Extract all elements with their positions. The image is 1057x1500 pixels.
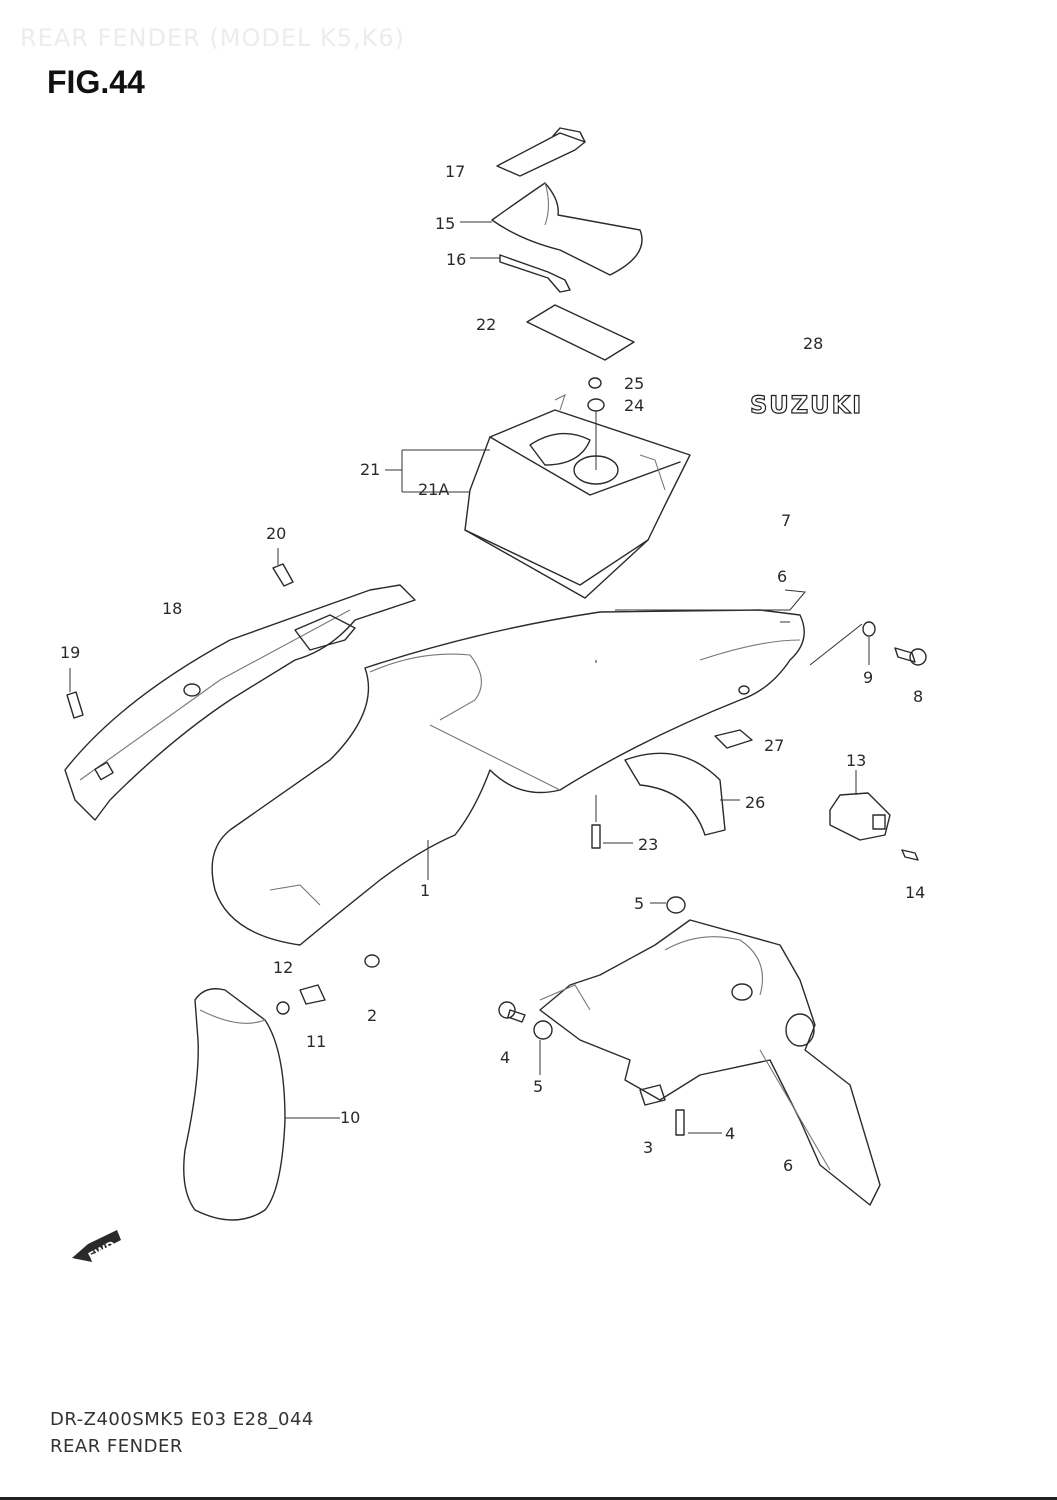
leader-21 <box>385 449 490 493</box>
fwd-direction-icon: FWD <box>72 1230 121 1263</box>
callout-13: 13 <box>846 751 866 770</box>
callout-22: 22 <box>476 315 496 334</box>
part-13-relay <box>829 770 891 841</box>
part-21-taillight <box>464 393 691 599</box>
callout-28: 28 <box>803 334 823 353</box>
part-5a-grommet <box>650 896 686 914</box>
callout-15: 15 <box>435 214 455 233</box>
part-11-bolt <box>276 984 326 1015</box>
callout-11: 11 <box>306 1032 326 1051</box>
callout-7: 7 <box>781 511 791 530</box>
callout-9: 9 <box>863 668 873 687</box>
callout-27: 27 <box>764 736 784 755</box>
part-25-nut <box>588 377 602 389</box>
part-8-bolt <box>894 647 927 666</box>
part-15-cover <box>491 182 643 276</box>
callout-3: 3 <box>643 1138 653 1157</box>
part-23-screw <box>591 795 633 849</box>
part-26-mount <box>624 752 740 836</box>
part-14-screw <box>901 849 919 861</box>
part-24-washer <box>587 398 605 470</box>
callout-2: 2 <box>367 1006 377 1025</box>
ghost-title: REAR FENDER (MODEL K5,K6) <box>20 24 406 52</box>
part-19-bolt <box>66 668 84 719</box>
figure-title: FIG.44 <box>47 64 145 100</box>
footer-section-name: REAR FENDER <box>50 1436 183 1457</box>
part-4a-bolt <box>498 1001 526 1023</box>
callout-6-upper: 6 <box>777 567 787 586</box>
callout-5-lower: 5 <box>533 1077 543 1096</box>
callout-20: 20 <box>266 524 286 543</box>
callout-12: 12 <box>273 958 293 977</box>
bottom-rule <box>0 1497 1057 1500</box>
part-22-plate <box>526 304 635 361</box>
callout-5-upper: 5 <box>634 894 644 913</box>
callout-8: 8 <box>913 687 923 706</box>
callout-23: 23 <box>638 835 658 854</box>
part-12-nut <box>364 954 380 968</box>
leader-6a <box>615 589 806 611</box>
callout-26: 26 <box>745 793 765 812</box>
callout-labels: 17 15 16 22 28 25 24 21 21A 7 20 6 18 19… <box>60 162 925 1175</box>
callout-14: 14 <box>905 883 925 902</box>
callout-16: 16 <box>446 250 466 269</box>
part-16-bolt <box>499 254 571 293</box>
part-17-strap <box>496 127 586 177</box>
footer-model-code: DR-Z400SMK5 E03 E28_044 <box>50 1409 314 1430</box>
part-10-mudguard <box>183 988 340 1221</box>
callout-21a: 21A <box>418 480 449 499</box>
part-5b-grommet <box>533 1020 553 1075</box>
callout-17: 17 <box>445 162 465 181</box>
part-6b-bracket-assembly <box>539 919 881 1206</box>
callout-1: 1 <box>420 881 430 900</box>
part-20-bolt <box>272 548 294 587</box>
callout-4-left: 4 <box>500 1048 510 1067</box>
callout-4-right: 4 <box>725 1124 735 1143</box>
callout-19: 19 <box>60 643 80 662</box>
part-3-screw <box>675 1109 722 1136</box>
part-1-rear-fender <box>211 609 805 946</box>
callout-25: 25 <box>624 374 644 393</box>
suzuki-logo: SUZUKI <box>750 391 863 419</box>
callout-18: 18 <box>162 599 182 618</box>
callout-21: 21 <box>360 460 380 479</box>
part-18-side-cover <box>64 584 416 821</box>
callout-24: 24 <box>624 396 644 415</box>
part-27-clip <box>714 729 753 749</box>
callout-6-lower: 6 <box>783 1156 793 1175</box>
part-9-washer <box>809 621 876 666</box>
callout-10: 10 <box>340 1108 360 1127</box>
